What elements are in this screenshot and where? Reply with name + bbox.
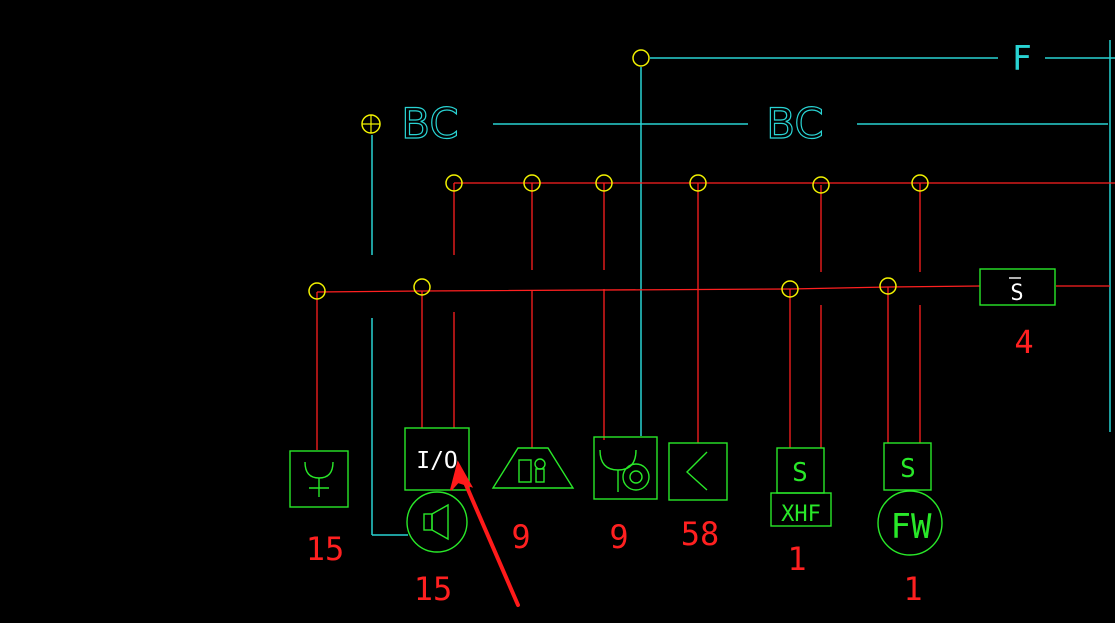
bc-bus-label-left: BC <box>401 99 458 148</box>
device-9-quantity: 4 <box>1014 323 1033 361</box>
io-module-label: I/O <box>416 448 458 474</box>
device-8-symbol <box>877 442 943 556</box>
red-bus-lower <box>316 285 1110 450</box>
device-8-fw-label: FW <box>891 507 932 547</box>
device-1-symbol <box>289 450 349 508</box>
device-1-quantity: 15 <box>306 530 345 568</box>
f-bus-junction <box>632 49 650 67</box>
speaker-symbol <box>406 491 468 553</box>
device-6-symbol <box>668 442 728 501</box>
device-6-quantity: 58 <box>681 515 720 553</box>
device-5-quantity: 9 <box>609 518 628 556</box>
device-7-xhf-label: XHF <box>781 502 821 527</box>
device-9-symbol <box>979 268 1056 306</box>
device-8-s-label: S <box>900 454 916 484</box>
device-7-quantity: 1 <box>787 540 806 578</box>
bc-bus-label-right: BC <box>766 99 823 148</box>
device-4-quantity: 9 <box>511 518 530 556</box>
red-bus-upper-junctions <box>445 174 929 194</box>
device-7-symbol <box>770 447 832 527</box>
f-bus-label: F <box>1012 39 1032 79</box>
annotation-arrow <box>450 460 520 607</box>
device-4-symbol <box>491 447 575 489</box>
f-bus <box>640 57 1115 436</box>
device-9-s-label: S <box>1010 281 1023 306</box>
bc-bus-terminal <box>361 114 381 134</box>
red-bus-lower-junctions <box>308 277 897 300</box>
io-module-symbol <box>404 427 470 491</box>
device-7-s-label: S <box>792 458 808 488</box>
device-5-symbol <box>593 436 658 500</box>
red-bus-upper <box>453 182 1115 443</box>
bc-bus <box>371 40 1111 536</box>
device-8-quantity: 1 <box>903 570 922 608</box>
speaker-quantity: 15 <box>414 570 453 608</box>
